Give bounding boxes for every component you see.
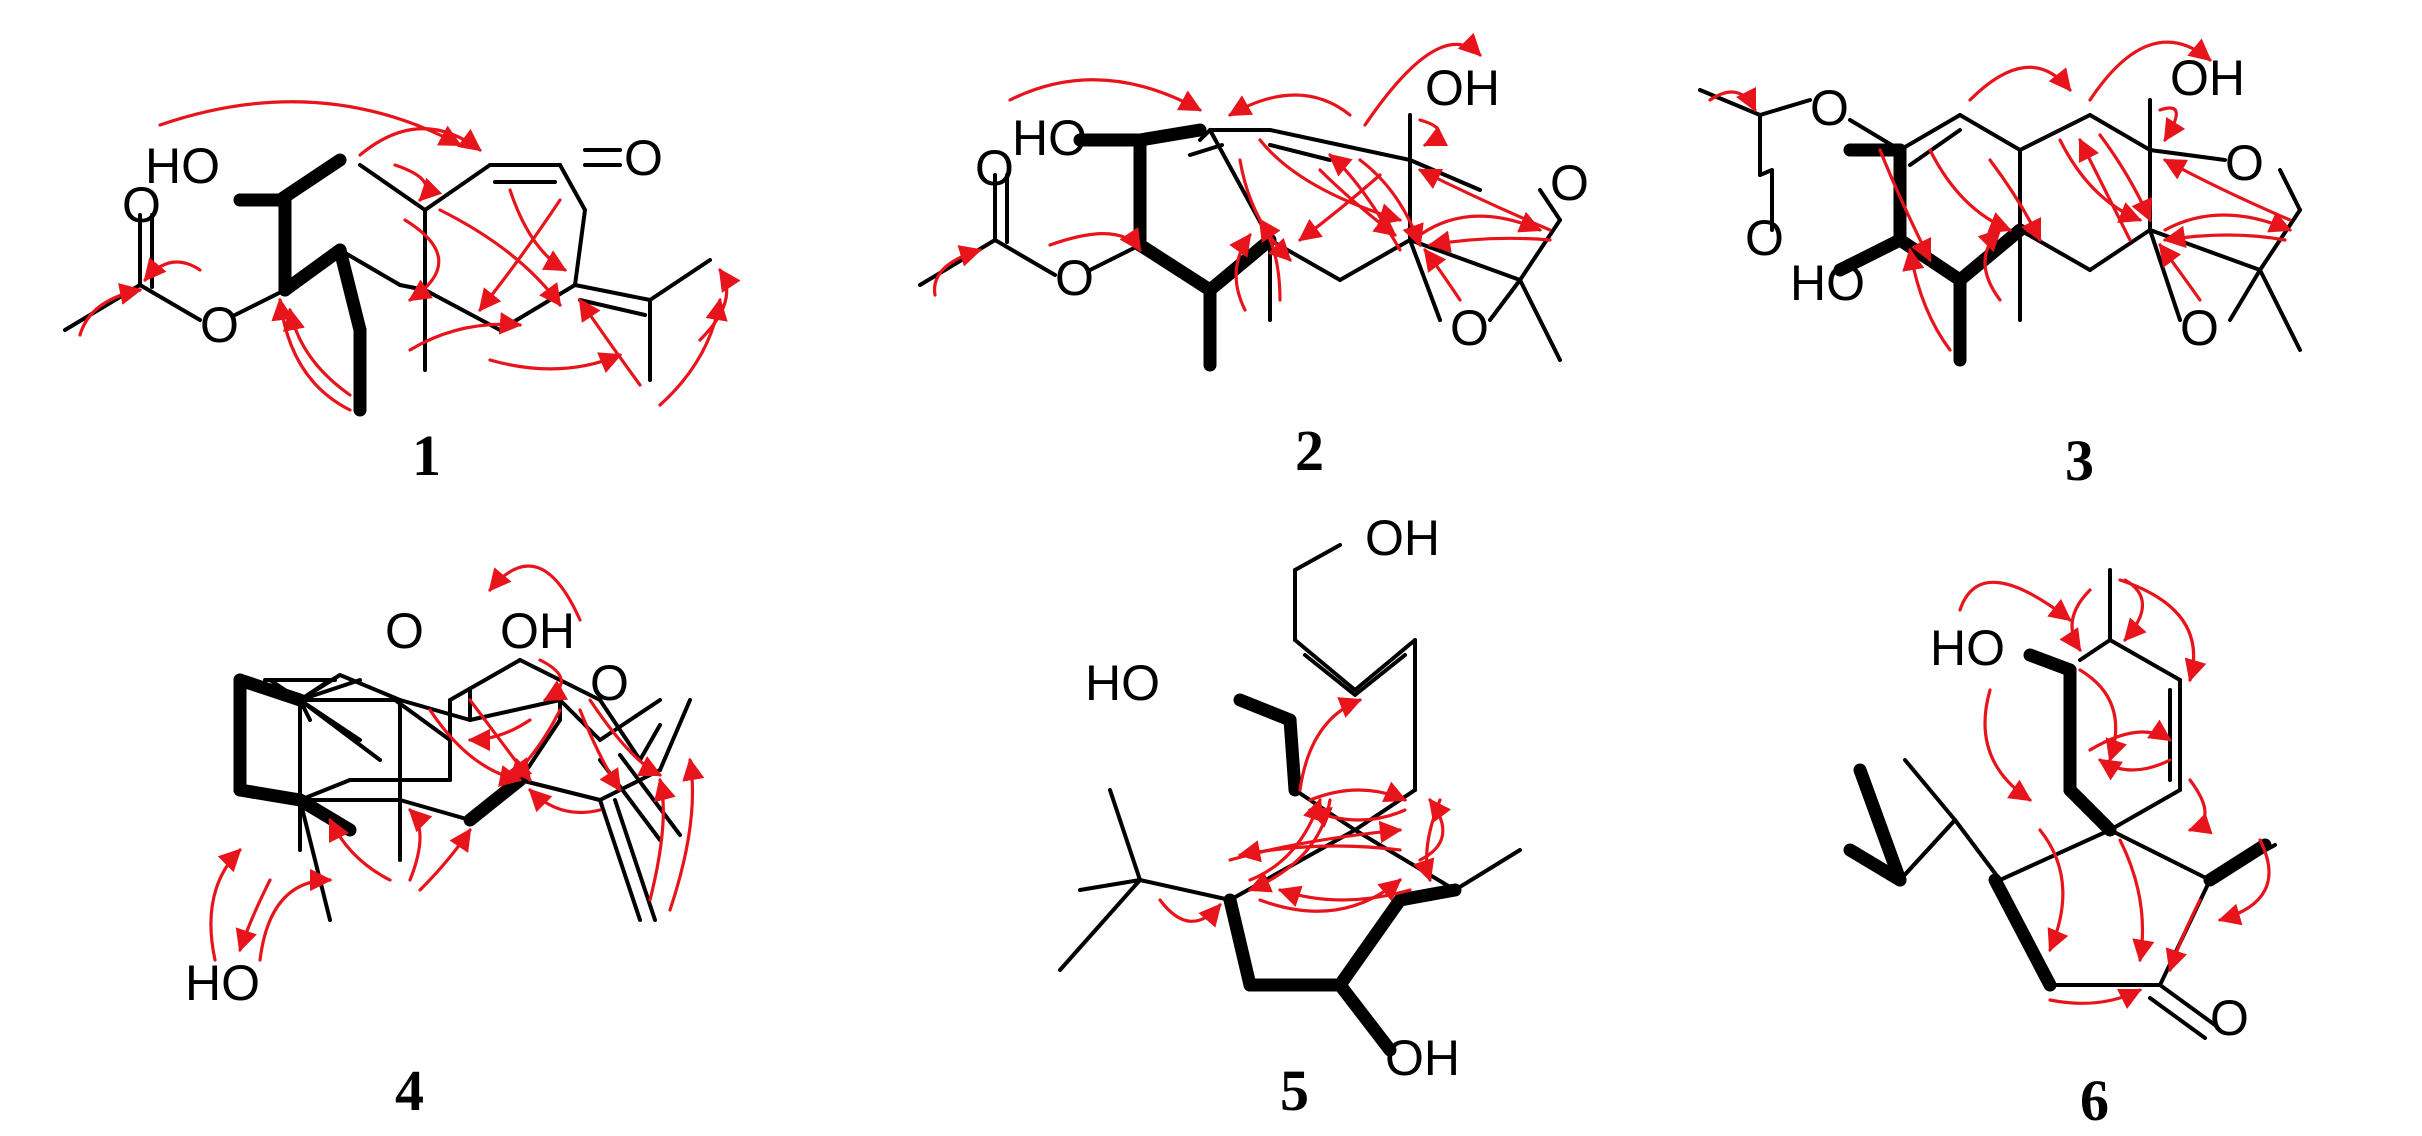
svg-text:OH: OH xyxy=(1385,1030,1460,1086)
svg-text:O: O xyxy=(1450,300,1489,356)
compound-6-hmbc-arrows xyxy=(1958,578,2271,1010)
compound-1-bold-bonds xyxy=(233,153,367,417)
compound-3-atoms: OH O O O O HO xyxy=(1745,50,2264,356)
compound-6-atoms: HO O xyxy=(1930,620,2249,1046)
compound-4-hmbc-arrows xyxy=(209,564,705,962)
svg-text:O: O xyxy=(624,130,663,186)
compound-5-bold-bonds xyxy=(1223,693,1462,1057)
svg-text:O: O xyxy=(1055,250,1094,306)
svg-text:O: O xyxy=(2225,135,2264,191)
svg-text:OH: OH xyxy=(1425,60,1500,116)
svg-text:OH: OH xyxy=(1365,510,1440,566)
compound-1-hmbc-arrows xyxy=(78,100,741,412)
compound-5-hmbc-arrows xyxy=(1158,697,1452,928)
compound-3-bonds xyxy=(1698,88,2302,352)
svg-text:HO: HO xyxy=(185,955,260,1011)
compound-4-atoms: O OH O HO xyxy=(185,603,629,1011)
svg-text:O: O xyxy=(975,140,1014,196)
svg-text:OH: OH xyxy=(500,603,575,659)
svg-text:O: O xyxy=(2210,990,2249,1046)
svg-text:HO: HO xyxy=(145,138,220,194)
svg-text:HO: HO xyxy=(1930,620,2005,676)
compound-6: HO O 6 xyxy=(1843,568,2277,1133)
svg-text:HO: HO xyxy=(1085,655,1160,711)
compound-2-atoms: HO OH O O O O xyxy=(975,60,1589,356)
compound-5-atoms: OH HO OH xyxy=(1085,510,1460,1086)
compound-label-4: 4 xyxy=(395,1058,424,1123)
compound-label-6: 6 xyxy=(2080,1068,2109,1133)
compound-4: O OH O HO 4 xyxy=(185,564,705,1123)
svg-text:O: O xyxy=(590,655,629,711)
svg-text:O: O xyxy=(2180,300,2219,356)
compound-3-bold-bonds xyxy=(1833,143,2027,367)
svg-text:O: O xyxy=(1550,155,1589,211)
svg-text:O: O xyxy=(1810,80,1849,136)
compound-label-2: 2 xyxy=(1295,418,1324,483)
compound-5: OH HO OH 5 xyxy=(1058,510,1522,1123)
compound-label-1: 1 xyxy=(412,423,441,488)
compound-2-hmbc-arrows xyxy=(932,32,1552,312)
svg-text:HO: HO xyxy=(1012,110,1087,166)
compound-label-5: 5 xyxy=(1280,1058,1309,1123)
compound-1-atoms: HO O O O xyxy=(122,130,663,353)
svg-text:O: O xyxy=(385,603,424,659)
compound-3-hmbc-arrows xyxy=(1708,38,2293,352)
compound-2: HO OH O O O O 2 xyxy=(918,32,1589,483)
compound-3: OH O O O O HO 3 xyxy=(1698,38,2302,493)
compound-4-bonds xyxy=(263,658,682,852)
compound-1: HO O O O 1 xyxy=(63,100,741,488)
svg-text:HO: HO xyxy=(1790,255,1865,311)
svg-text:O: O xyxy=(122,177,161,233)
compound-label-3: 3 xyxy=(2065,428,2094,493)
svg-text:O: O xyxy=(200,297,239,353)
compound-5-bonds xyxy=(1058,543,1522,972)
compound-6-bold-bonds xyxy=(1843,648,2272,992)
svg-text:O: O xyxy=(1745,210,1784,266)
compound-4-bold-bonds xyxy=(233,673,527,837)
